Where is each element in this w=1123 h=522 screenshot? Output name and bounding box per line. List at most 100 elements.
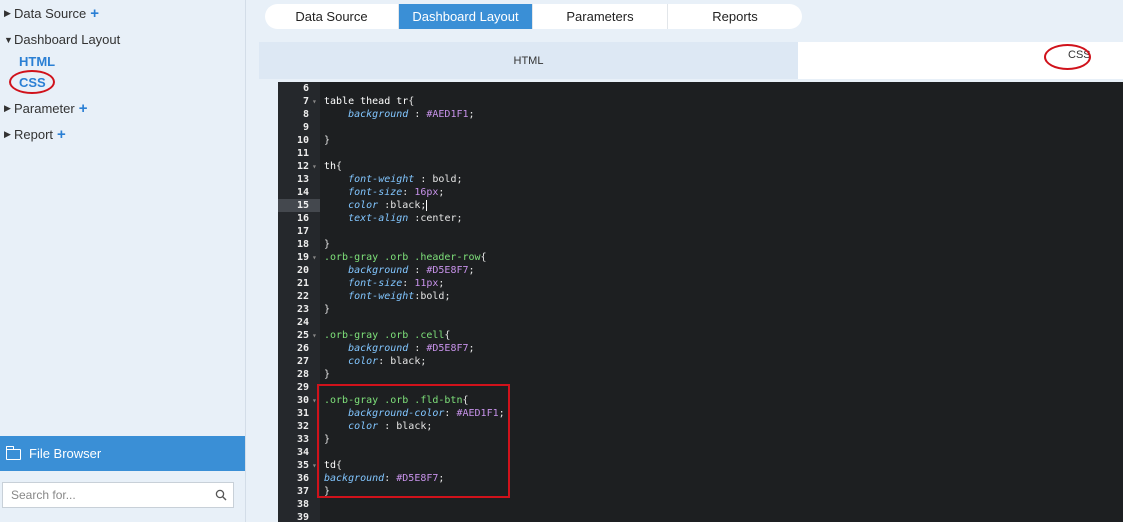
code-line[interactable]: 15 color :black;	[278, 199, 1123, 212]
code-line[interactable]: 22 font-weight:bold;	[278, 290, 1123, 303]
search-icon[interactable]	[209, 489, 233, 501]
code-text: background-color: #AED1F1;	[348, 408, 505, 419]
fold-arrow-icon[interactable]: ▾	[312, 331, 317, 340]
line-number: 27	[296, 356, 309, 367]
text-cursor	[426, 199, 428, 211]
highlight-annotation-box	[317, 384, 510, 498]
line-number: 9	[302, 122, 309, 133]
fold-arrow-icon[interactable]: ▾	[312, 97, 317, 106]
code-line[interactable]: 8 background : #AED1F1;	[278, 108, 1123, 121]
code-line[interactable]: 14 font-size: 16px;	[278, 186, 1123, 199]
line-number: 31	[296, 408, 309, 419]
code-line[interactable]: 17	[278, 225, 1123, 238]
search-input[interactable]	[3, 483, 209, 507]
tab-dashboard-layout[interactable]: Dashboard Layout	[399, 4, 533, 29]
code-line[interactable]: 18}	[278, 238, 1123, 251]
code-line[interactable]: 28}	[278, 368, 1123, 381]
line-number: 36	[296, 473, 309, 484]
line-number: 25	[296, 330, 309, 341]
line-number: 37	[296, 486, 309, 497]
code-line[interactable]: 16 text-align :center;	[278, 212, 1123, 225]
code-line[interactable]: 7▾table thead tr{	[278, 95, 1123, 108]
line-number: 16	[296, 213, 309, 224]
code-text: background: #D5E8F7;	[324, 473, 445, 484]
code-line[interactable]: 30▾ .orb-gray .orb .fld-btn{	[278, 394, 1123, 407]
code-line[interactable]: 29	[278, 381, 1123, 394]
line-number: 11	[296, 148, 309, 159]
fold-arrow-icon[interactable]: ▾	[312, 253, 317, 262]
code-line[interactable]: 10}	[278, 134, 1123, 147]
code-line[interactable]: 21 font-size: 11px;	[278, 277, 1123, 290]
code-line[interactable]: 12▾th{	[278, 160, 1123, 173]
tree-child-html[interactable]: HTML	[19, 54, 56, 69]
code-line[interactable]: 23}	[278, 303, 1123, 316]
code-line[interactable]: 26 background : #D5E8F7;	[278, 342, 1123, 355]
code-line[interactable]: 24	[278, 316, 1123, 329]
line-number: 22	[296, 291, 309, 302]
line-number: 29	[296, 382, 309, 393]
add-parameter-plus-icon[interactable]: +	[78, 100, 88, 117]
code-text: background : #D5E8F7;	[348, 265, 475, 276]
code-line[interactable]: 27 color: black;	[278, 355, 1123, 368]
line-number: 13	[296, 174, 309, 185]
code-line[interactable]: 11	[278, 147, 1123, 160]
tree-item-data-source[interactable]: ▶ Data Source +	[4, 6, 99, 21]
line-number: 39	[296, 512, 309, 522]
code-text: color: black;	[348, 356, 427, 367]
code-line[interactable]: 34	[278, 446, 1123, 459]
line-number: 15	[278, 199, 320, 212]
tree-item-report[interactable]: ▶ Report +	[4, 127, 66, 142]
line-number: 19	[296, 252, 309, 263]
line-number: 24	[296, 317, 309, 328]
css-tab-annotation-circle	[1044, 44, 1091, 70]
add-report-plus-icon[interactable]: +	[57, 126, 66, 143]
tree-item-dashboard-layout[interactable]: ▼ Dashboard Layout	[4, 32, 120, 47]
code-line[interactable]: 25▾ .orb-gray .orb .cell{	[278, 329, 1123, 342]
code-line[interactable]: 13 font-weight : bold;	[278, 173, 1123, 186]
tab-reports[interactable]: Reports	[712, 9, 758, 24]
tree-item-parameter[interactable]: ▶ Parameter +	[4, 101, 87, 116]
code-text: }	[324, 486, 331, 497]
code-text: color : black;	[348, 421, 433, 432]
code-line[interactable]: 31 background-color: #AED1F1;	[278, 407, 1123, 420]
code-text: .orb-gray .orb .cell{	[324, 330, 451, 341]
triangle-right-icon: ▶	[4, 129, 11, 139]
line-number: 6	[302, 83, 309, 94]
line-number: 30	[296, 395, 309, 406]
add-data-source-plus-icon[interactable]: +	[90, 5, 100, 22]
file-browser-button[interactable]: File Browser	[0, 436, 245, 471]
fold-arrow-icon[interactable]: ▾	[312, 162, 317, 171]
fold-arrow-icon[interactable]: ▾	[312, 461, 317, 470]
code-line[interactable]: 38	[278, 498, 1123, 511]
code-text: .orb-gray .orb .fld-btn{	[324, 395, 469, 406]
fold-arrow-icon[interactable]: ▾	[312, 396, 317, 405]
line-number: 17	[296, 226, 309, 237]
code-line[interactable]: 39	[278, 511, 1123, 522]
sidebar: ▶ Data Source + ▼ Dashboard Layout HTML …	[0, 0, 246, 522]
line-number: 10	[296, 135, 309, 146]
tab-data-source[interactable]: Data Source	[265, 4, 399, 29]
code-text: background : #D5E8F7;	[348, 343, 475, 354]
tab-parameters[interactable]: Parameters	[533, 4, 668, 29]
line-number: 23	[296, 304, 309, 315]
code-line[interactable]: 6	[278, 82, 1123, 95]
line-number: 33	[296, 434, 309, 445]
code-text: }	[324, 304, 331, 315]
code-line[interactable]: 37}	[278, 485, 1123, 498]
code-line[interactable]: 20 background : #D5E8F7;	[278, 264, 1123, 277]
line-number: 14	[296, 187, 309, 198]
code-text: font-weight:bold;	[348, 291, 451, 302]
code-line[interactable]: 32 color : black;	[278, 420, 1123, 433]
code-line[interactable]: 35▾td{	[278, 459, 1123, 472]
code-line[interactable]: 19▾.orb-gray .orb .header-row{	[278, 251, 1123, 264]
code-line[interactable]: 9	[278, 121, 1123, 134]
search-box	[2, 482, 234, 508]
line-number: 26	[296, 343, 309, 354]
line-number: 18	[296, 239, 309, 250]
line-number: 34	[296, 447, 309, 458]
code-line[interactable]: 36 background: #D5E8F7;	[278, 472, 1123, 485]
subtab-html[interactable]: HTML	[259, 42, 798, 79]
code-line[interactable]: 33}	[278, 433, 1123, 446]
line-number: 35	[296, 460, 309, 471]
